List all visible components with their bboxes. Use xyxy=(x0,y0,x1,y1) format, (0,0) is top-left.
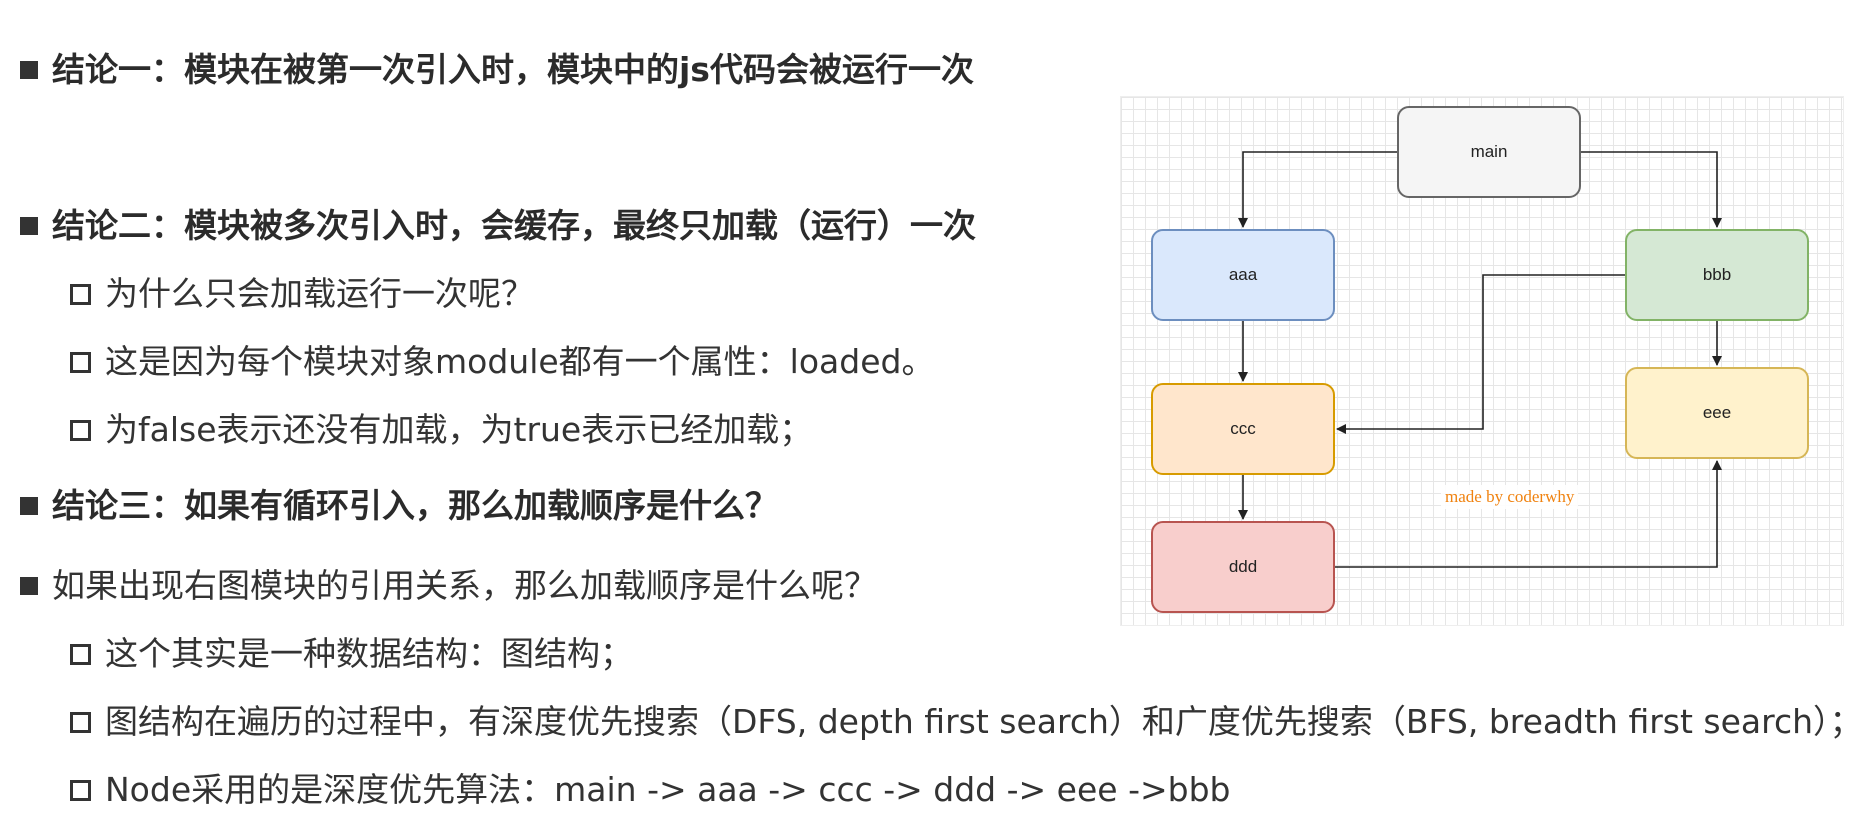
conclusion-1-text: 结论一：模块在被第一次引入时，模块中的js代码会被运行一次 xyxy=(52,50,974,89)
edge-main-aaa xyxy=(1238,151,1397,228)
conclusion-2-sub-2-text: 这是因为每个模块对象module都有一个属性：loaded。 xyxy=(105,342,935,381)
node-main: main xyxy=(1397,106,1581,198)
node-main-label: main xyxy=(1470,142,1508,161)
node-ddd: ddd xyxy=(1151,521,1335,613)
hollow-square-bullet-icon xyxy=(70,283,91,305)
conclusion-3: 结论三：如果有循环引入，那么加载顺序是什么？ xyxy=(20,486,778,526)
hollow-square-bullet-icon xyxy=(70,419,91,441)
question-sub-2: 图结构在遍历的过程中，有深度优先搜索（DFS, depth first sear… xyxy=(70,702,1863,742)
conclusion-2-sub-2: 这是因为每个模块对象module都有一个属性：loaded。 xyxy=(70,342,934,382)
hollow-square-bullet-icon xyxy=(70,779,91,801)
question: 如果出现右图模块的引用关系，那么加载顺序是什么呢？ xyxy=(20,566,877,606)
conclusion-3-text: 结论三：如果有循环引入，那么加载顺序是什么？ xyxy=(52,486,778,525)
square-bullet-icon xyxy=(20,217,38,235)
node-aaa: aaa xyxy=(1151,229,1335,321)
conclusion-2-sub-3-text: 为false表示还没有加载，为true表示已经加载； xyxy=(105,410,813,449)
conclusion-2: 结论二：模块被多次引入时，会缓存，最终只加载（运行）一次 xyxy=(20,206,976,246)
edge-main-bbb xyxy=(1581,151,1722,228)
hollow-square-bullet-icon xyxy=(70,643,91,665)
conclusion-2-sub-1-text: 为什么只会加载运行一次呢？ xyxy=(105,274,534,313)
node-ccc: ccc xyxy=(1151,383,1335,475)
square-bullet-icon xyxy=(20,497,38,515)
node-ccc-label: ccc xyxy=(1230,419,1256,438)
question-sub-3-text: Node采用的是深度优先算法：main -> aaa -> ccc -> ddd… xyxy=(105,770,1231,809)
hollow-square-bullet-icon xyxy=(70,351,91,373)
node-aaa-label: aaa xyxy=(1228,265,1258,284)
question-sub-3: Node采用的是深度优先算法：main -> aaa -> ccc -> ddd… xyxy=(70,770,1230,810)
question-sub-1: 这个其实是一种数据结构：图结构； xyxy=(70,634,633,674)
square-bullet-icon xyxy=(20,61,38,79)
node-eee-label: eee xyxy=(1702,403,1732,422)
edge-bbb-ccc xyxy=(1336,274,1625,434)
question-sub-2-text: 图结构在遍历的过程中，有深度优先搜索（DFS, depth first sear… xyxy=(105,702,1863,741)
node-ddd-label: ddd xyxy=(1228,557,1258,576)
conclusion-2-sub-1: 为什么只会加载运行一次呢？ xyxy=(70,274,534,314)
hollow-square-bullet-icon xyxy=(70,711,91,733)
watermark-text: made by coderwhy xyxy=(1441,485,1579,509)
node-bbb-label: bbb xyxy=(1702,265,1732,284)
diagram-edges xyxy=(1238,151,1722,568)
conclusion-2-sub-3: 为false表示还没有加载，为true表示已经加载； xyxy=(70,410,812,450)
node-eee: eee xyxy=(1625,367,1809,459)
conclusion-2-text: 结论二：模块被多次引入时，会缓存，最终只加载（运行）一次 xyxy=(52,206,976,245)
edge-ddd-eee xyxy=(1335,460,1722,568)
module-dependency-diagram: main aaa bbb ccc eee ddd made by coderwh… xyxy=(1120,96,1844,626)
node-bbb: bbb xyxy=(1625,229,1809,321)
question-sub-1-text: 这个其实是一种数据结构：图结构； xyxy=(105,634,633,673)
conclusion-1: 结论一：模块在被第一次引入时，模块中的js代码会被运行一次 xyxy=(20,50,974,90)
square-bullet-icon xyxy=(20,577,38,595)
question-text: 如果出现右图模块的引用关系，那么加载顺序是什么呢？ xyxy=(52,566,877,605)
